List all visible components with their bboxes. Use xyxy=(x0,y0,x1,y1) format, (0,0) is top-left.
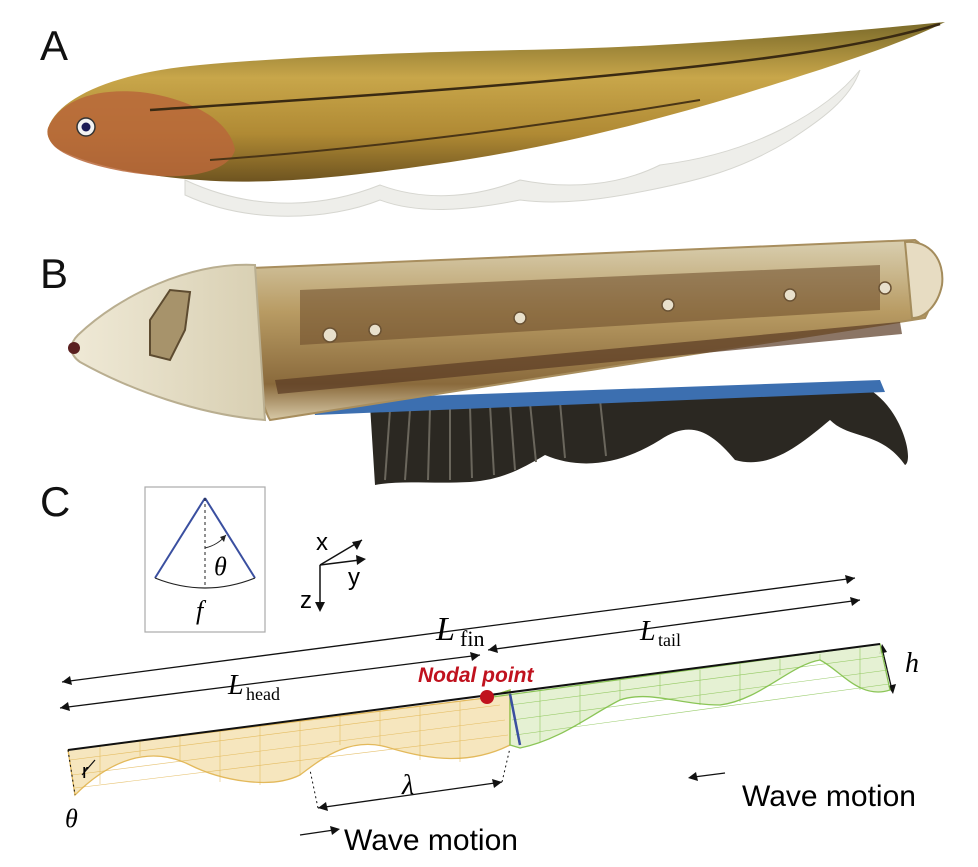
knifefish-stripe xyxy=(149,22,941,112)
fin-ray-inset: θ f xyxy=(144,486,266,633)
fin-mesh-head xyxy=(67,689,511,797)
label-l-fin: L fin xyxy=(435,611,484,651)
axis-z-label: z xyxy=(300,587,312,614)
label-r: r xyxy=(82,761,89,783)
label-h: h xyxy=(905,648,919,679)
coordinate-axes xyxy=(315,539,366,612)
panel-c-letter: C xyxy=(40,478,70,525)
l-head-sub: head xyxy=(246,684,280,704)
panel-b-letter: B xyxy=(40,250,68,297)
l-fin-main: L xyxy=(435,611,455,648)
fin-mesh-grid-head xyxy=(69,701,509,789)
fin-mesh-tail xyxy=(484,643,891,749)
robot-upper-electronics xyxy=(300,265,880,345)
inset-f: f xyxy=(196,596,207,625)
dimension-arrows xyxy=(59,575,896,836)
label-nodal-point: Nodal point xyxy=(418,664,534,687)
l-head-main: L xyxy=(227,670,244,701)
knifefish-body xyxy=(47,22,945,182)
fin-mesh xyxy=(67,643,891,809)
robot-nose-mechanism xyxy=(149,288,192,362)
l-tail-sub: tail xyxy=(658,630,681,650)
robot-blue-base xyxy=(310,380,885,415)
nodal-point-marker xyxy=(480,690,494,704)
fin-base-line xyxy=(67,643,881,751)
robot-lower-rail xyxy=(275,322,902,394)
robot-fin xyxy=(370,385,908,485)
axis-x-label: x xyxy=(316,529,328,556)
knifefish-pupil xyxy=(81,122,91,132)
knifefish-stripe-lower xyxy=(209,99,701,161)
robot-screws xyxy=(322,281,892,343)
label-wave-motion-right: Wave motion xyxy=(742,780,916,813)
l-fin-sub: fin xyxy=(460,626,484,651)
nodal-divider xyxy=(508,693,522,746)
label-theta: θ xyxy=(65,804,78,833)
knifefish-photo xyxy=(47,22,945,217)
robot-nose-tip xyxy=(68,342,80,354)
label-l-tail: L tail xyxy=(639,616,681,650)
label-lambda: λ xyxy=(401,770,414,801)
label-l-head: L head xyxy=(227,670,280,704)
robot-photo xyxy=(68,238,944,485)
l-tail-main: L xyxy=(639,616,656,647)
panel-a-letter: A xyxy=(40,22,68,69)
robot-fin-rays xyxy=(384,399,607,481)
inset-theta: θ xyxy=(214,552,227,581)
axis-y-label: y xyxy=(348,564,360,591)
robot-tail-cap xyxy=(903,240,944,320)
knifefish-fin xyxy=(184,69,861,217)
fin-mesh-grid-tail xyxy=(509,648,890,742)
knifefish-head xyxy=(47,91,236,177)
label-wave-motion-left: Wave motion xyxy=(344,824,518,857)
